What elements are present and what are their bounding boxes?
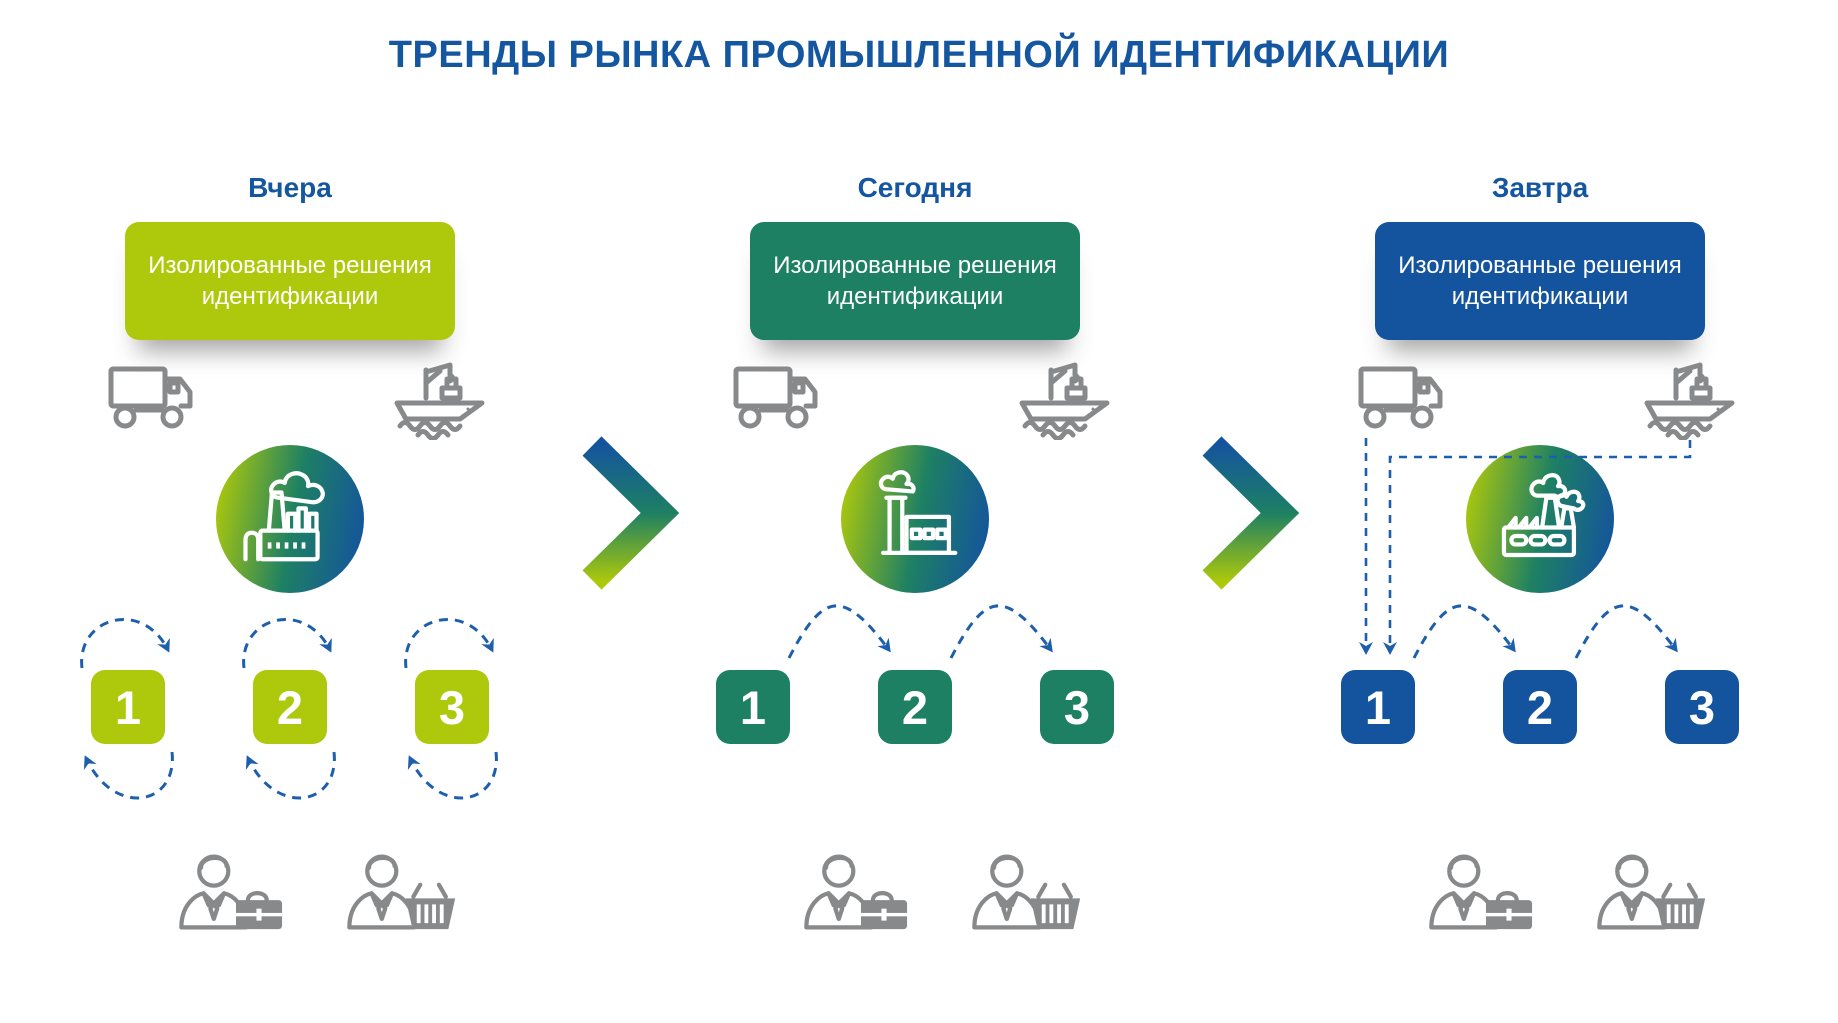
step-box-3: 3 [1665,670,1739,744]
banner-tomorrow: Изолированные решения идентификации [1375,222,1705,340]
factory-icon [237,466,343,572]
factory-badge [216,445,364,593]
cargo-ship-icon [1015,358,1115,440]
step-box-3: 3 [1040,670,1114,744]
banner-today: Изолированные решения идентификации [750,222,1080,340]
factory-badge [1466,445,1614,593]
banner-text-line2: идентификации [201,283,379,310]
factory-icon [1487,466,1593,572]
column-header-today: Сегодня [857,172,973,203]
column-today: Сегодня Изолированные решения идентифика… [645,170,1185,990]
column-header-yesterday: Вчера [248,172,332,203]
person-basket-icon [334,842,462,948]
column-tomorrow: Завтра Изолированные решения идентификац… [1270,170,1810,990]
person-briefcase-icon [166,842,294,948]
factory-icon [862,466,968,572]
page-title: ТРЕНДЫ РЫНКА ПРОМЫШЛЕННОЙ ИДЕНТИФИКАЦИИ [388,34,1450,76]
banner-text-line1: Изолированные решения [148,252,432,279]
banner-text-line2: идентификации [1451,283,1629,310]
banner-text-line1: Изолированные решения [1398,252,1682,279]
cargo-ship-icon [390,358,490,440]
step-box-1: 1 [1341,670,1415,744]
person-basket-icon [959,842,1087,948]
truck-icon [108,366,204,432]
truck-icon [733,366,829,432]
step-box-2: 2 [878,670,952,744]
step-box-1: 1 [716,670,790,744]
banner-text-line1: Изолированные решения [773,252,1057,279]
column-header-tomorrow: Завтра [1491,172,1589,203]
step-box-3: 3 [415,670,489,744]
banner-text-line2: идентификации [826,283,1004,310]
step-box-2: 2 [1503,670,1577,744]
column-yesterday: Вчера Изолированные решения идентификаци… [20,170,560,990]
banner-yesterday: Изолированные решения идентификации [125,222,455,340]
step-box-1: 1 [91,670,165,744]
cargo-ship-icon [1640,358,1740,440]
factory-badge [841,445,989,593]
step-box-2: 2 [253,670,327,744]
person-briefcase-icon [1416,842,1544,948]
truck-icon [1358,366,1454,432]
person-basket-icon [1584,842,1712,948]
person-briefcase-icon [791,842,919,948]
